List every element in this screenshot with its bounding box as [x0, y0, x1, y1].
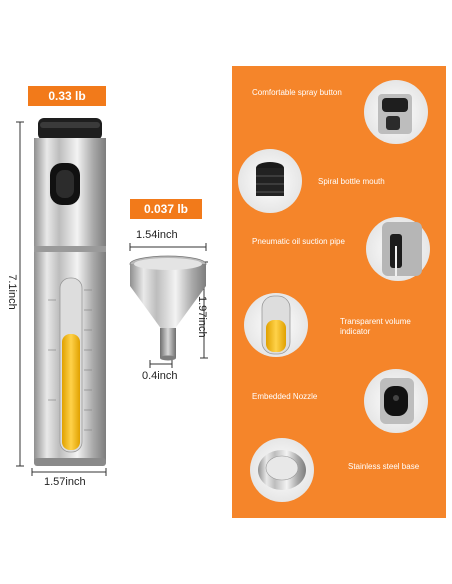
feature-bottle-mouth-label: Spiral bottle mouth: [318, 177, 385, 186]
bottle-height-dimension: [16, 121, 24, 467]
funnel-spout-dimension: [149, 360, 173, 368]
bottle-height-label: 7.1inch: [6, 274, 18, 310]
bottle-width-label: 1.57inch: [44, 476, 86, 488]
funnel-top-label: 1.54inch: [136, 229, 178, 241]
sprayer-bottle: [34, 118, 106, 466]
funnel-top-dimension: [129, 243, 207, 251]
funnel-height-label: 1.97inch: [196, 296, 208, 338]
feature-volume-indicator-label: Transparent volume indicator: [340, 317, 411, 336]
bottle-width-dimension: [31, 468, 107, 476]
funnel-weight-badge: 0.037 lb: [130, 199, 202, 219]
feature-steel-base-label: Stainless steel base: [348, 462, 420, 471]
feature-nozzle-label: Embedded Nozzle: [252, 392, 318, 401]
feature-suction-pipe-label: Pneumatic oil suction pipe: [252, 237, 345, 246]
funnel-spout-label: 0.4inch: [142, 370, 178, 382]
feature-spray-button-label: Comfortable spray button: [252, 88, 342, 97]
funnel: [129, 255, 207, 361]
bottle-weight-badge: 0.33 lb: [28, 86, 106, 106]
feature-images: [238, 80, 430, 502]
